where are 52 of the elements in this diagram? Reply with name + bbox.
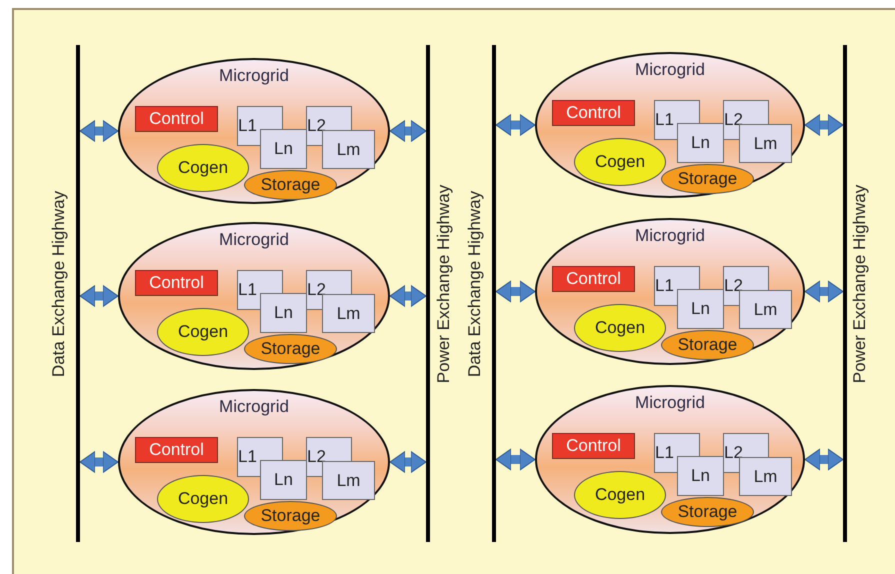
double-arrow [804,280,844,302]
control-box: Control [552,100,635,126]
control-box: Control [552,266,635,292]
control-box: Control [135,437,218,463]
microgrid-title: Microgrid [218,230,290,250]
double-arrow [804,114,844,136]
highway-bus: Data Exchange Highway [458,45,496,542]
cogen-ellipse: Cogen [574,304,666,352]
double-arrow [496,448,536,470]
double-arrow [390,451,426,473]
microgrid-title: Microgrid [634,393,706,413]
load-box: Ln [677,289,724,329]
cogen-ellipse: Cogen [157,308,249,356]
load-box: Lm [322,130,375,169]
storage-ellipse: Storage [661,164,754,194]
double-arrow [80,285,118,307]
double-arrow [390,120,426,142]
control-box: Control [135,270,218,296]
storage-ellipse: Storage [244,334,337,364]
double-arrow [80,451,118,473]
storage-ellipse: Storage [661,497,754,527]
double-arrow [496,114,536,136]
cogen-ellipse: Cogen [574,471,666,519]
microgrid-title: Microgrid [634,60,706,80]
double-arrow [80,120,118,142]
storage-ellipse: Storage [244,170,337,200]
load-box: Ln [677,123,724,163]
microgrid-title: Microgrid [218,397,290,417]
load-box: Lm [739,124,792,163]
double-arrow [496,280,536,302]
load-box: Ln [677,456,724,496]
cogen-ellipse: Cogen [157,475,249,523]
load-box: Ln [260,129,307,169]
control-box: Control [552,433,635,459]
load-box: Lm [322,294,375,333]
highway-bus: Data Exchange Highway [42,45,80,542]
load-box: Lm [322,461,375,500]
storage-ellipse: Storage [244,501,337,531]
highway-bus: Power Exchange Highway [843,45,873,542]
highway-bus: Power Exchange Highway [426,45,458,542]
cogen-ellipse: Cogen [574,138,666,186]
double-arrow [804,448,844,470]
load-box: Ln [260,460,307,500]
load-box: Lm [739,290,792,329]
storage-ellipse: Storage [661,330,754,360]
load-box: Lm [739,457,792,496]
control-box: Control [135,106,218,132]
microgrid-title: Microgrid [218,66,290,86]
cogen-ellipse: Cogen [157,144,249,192]
microgrid-title: Microgrid [634,226,706,246]
load-box: Ln [260,293,307,333]
double-arrow [390,285,426,307]
